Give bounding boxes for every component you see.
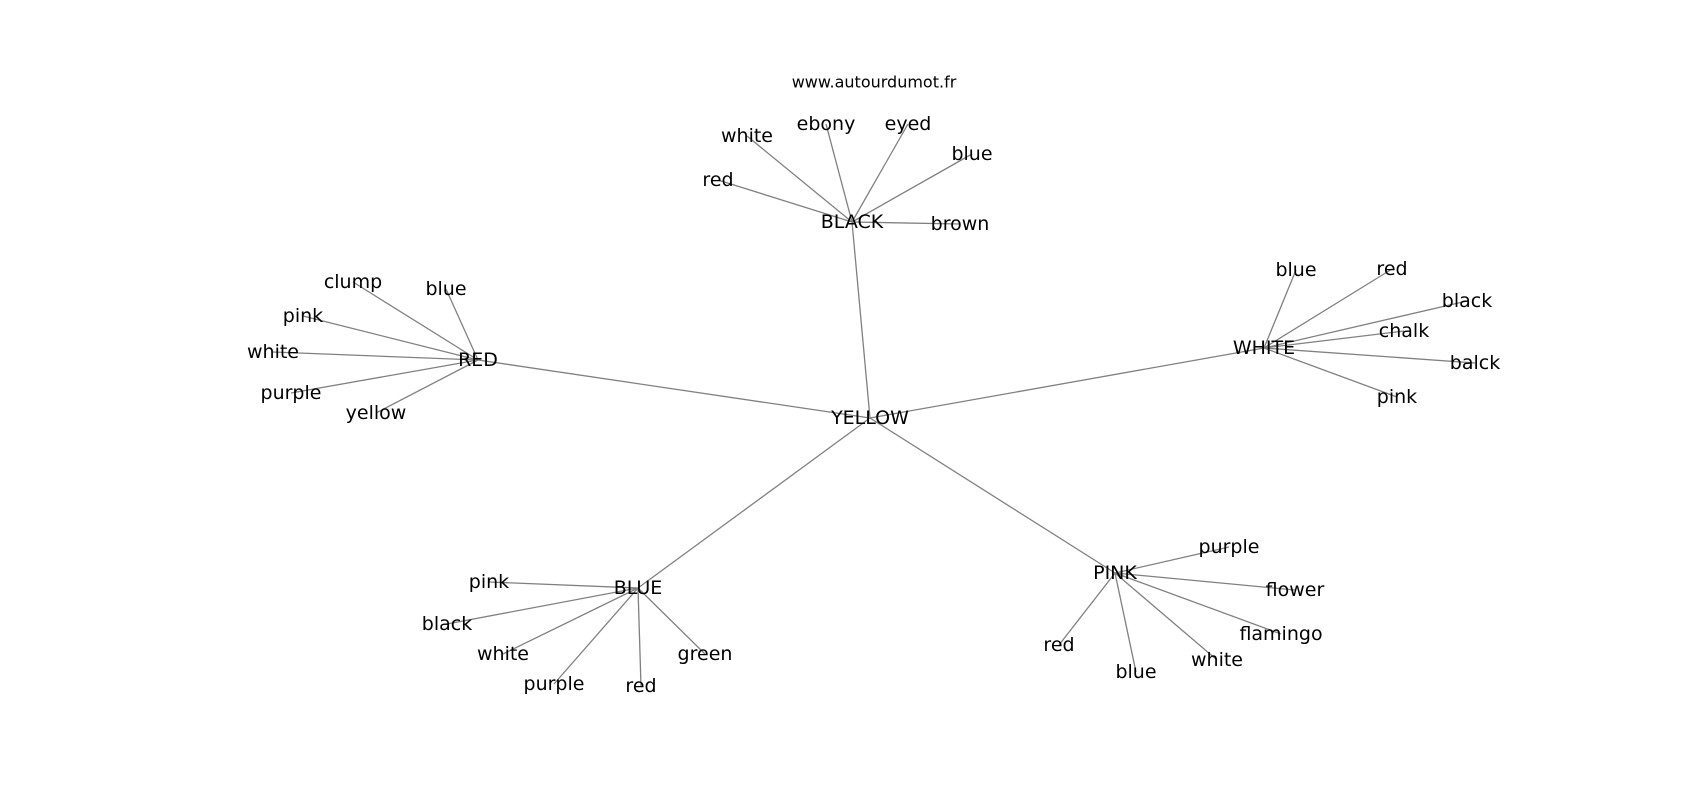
leaf-node-black-eyed: eyed [885,113,932,135]
edge-pink-white [1114,572,1218,661]
leaf-node-red-blue: blue [425,278,466,300]
leaf-node-black-blue: blue [951,143,992,165]
edge-red-pink [302,315,479,361]
edge-red-yellow [375,359,479,414]
leaf-node-blue-red: red [625,675,656,697]
leaf-node-black-ebony: ebony [797,113,856,135]
edge-black-ebony [825,123,853,223]
edge-white-chalk [1263,330,1405,349]
edge-center-black [851,221,871,419]
hub-node-black: BLACK [821,211,884,233]
leaf-node-red-pink: pink [283,305,323,327]
edge-red-white [272,351,479,361]
edge-blue-purple [553,587,639,685]
leaf-node-pink-red: red [1043,634,1074,656]
edge-pink-flower [1114,572,1296,591]
edge-blue-green [637,587,706,655]
hub-node-red: RED [458,349,498,371]
edge-center-red [477,359,871,419]
edge-pink-red [1058,572,1116,646]
hub-node-blue: BLUE [614,577,663,599]
leaf-node-blue-black: black [422,613,472,635]
leaf-node-white-pink: pink [1377,386,1417,408]
leaf-node-white-black: black [1442,290,1492,312]
leaf-node-blue-pink: pink [469,571,509,593]
edge-black-blue [851,153,973,223]
leaf-node-red-yellow: yellow [346,402,407,424]
leaf-node-white-blue: blue [1275,259,1316,281]
leaf-node-red-clump: clump [324,271,382,293]
edge-black-red [717,179,853,223]
edge-blue-pink [488,581,639,589]
edge-black-brown [851,221,961,225]
leaf-node-blue-white: white [477,643,529,665]
edge-black-eyed [851,123,909,223]
edge-pink-blue [1114,572,1137,673]
edge-white-balck [1263,347,1476,364]
leaf-node-pink-white: white [1191,649,1243,671]
leaf-node-black-white: white [721,125,773,147]
graph-edges [272,123,1476,687]
edge-pink-purple [1114,546,1230,574]
hub-node-white: WHITE [1233,337,1295,359]
leaf-node-pink-flower: flower [1266,579,1325,601]
leaf-node-white-chalk: chalk [1379,320,1429,342]
edge-pink-flamingo [1114,572,1282,635]
leaf-node-pink-flamingo: flamingo [1239,623,1322,645]
edge-blue-black [446,587,639,625]
leaf-node-white-red: red [1376,258,1407,280]
edge-center-blue [637,417,871,589]
leaf-node-black-brown: brown [931,213,990,235]
edge-blue-white [502,587,639,655]
edge-white-black [1263,300,1468,349]
leaf-node-blue-purple: purple [524,673,585,695]
edge-white-blue [1263,269,1297,349]
edge-center-white [869,347,1265,419]
edge-blue-red [637,587,642,687]
edge-white-pink [1263,347,1398,398]
edge-red-blue [445,288,479,361]
leaf-node-white-balck: balck [1450,352,1500,374]
edge-black-white [746,135,853,223]
leaf-node-red-white: white [247,341,299,363]
graph-labels: www.autourdumot.fr YELLOW BLACK red white eb… [247,73,1500,698]
edge-white-red [1263,268,1393,349]
leaf-node-black-red: red [702,169,733,191]
edge-red-clump [352,281,479,361]
edge-red-purple [290,359,479,394]
center-node-yellow: YELLOW [830,407,909,429]
leaf-node-pink-purple: purple [1199,536,1260,558]
leaf-node-pink-blue: blue [1115,661,1156,683]
source-watermark: www.autourdumot.fr [792,73,957,92]
edge-center-pink [869,417,1116,574]
leaf-node-red-purple: purple [261,382,322,404]
hub-node-pink: PINK [1093,562,1137,584]
leaf-node-blue-green: green [678,643,733,665]
